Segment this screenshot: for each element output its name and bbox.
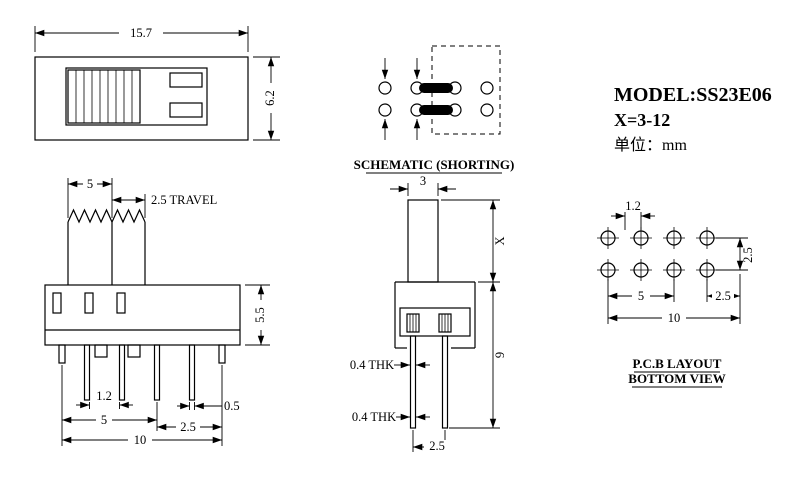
schematic-motion-arrows [381,58,421,140]
front-knob-width-label: 5 [87,177,93,191]
pcb-offset-dimension: 1.2 [611,199,655,230]
side-view-pin-pitch-dimension: 2.5 [412,430,450,453]
front-view-knob-zigzag [67,208,146,224]
side-view-height-dimension: 9 [449,282,507,429]
x-range: X=3-12 [614,110,670,130]
height-dimension-label: 9 [493,352,507,358]
pcb-caption: P.C.B LAYOUT BOTTOM VIEW [628,356,726,388]
front-view-pitch-dimensions: 5 2.5 10 [61,365,223,447]
pin-width-label: 0.5 [224,399,240,413]
front-view-pin-gap-dimension: 1.2 [76,389,133,409]
side-view-x-dimension: X [441,199,507,283]
pcb-row-pitch-dimension: 2.5 [716,237,755,271]
pcb-row-pitch-label: 2.5 [741,247,755,263]
front-view-knob-dimension: 5 [67,177,113,218]
x-dimension-label: X [493,236,507,245]
pcb-layout-view: 1.2 2.5 5 2.5 10 P.C.B LAYOUT BOTTOM [597,199,755,388]
front-view: 5 2.5 TRAVEL 5.5 1.2 0.5 [44,177,270,447]
pcb-half-span-label: 5 [638,289,644,303]
side-view-thk-lower: 0.4 THK [352,410,430,424]
pin-total-label: 10 [134,433,147,447]
top-view-window-1 [169,72,203,88]
top-view-knob-hatch [67,69,141,124]
pcb-holes [597,227,718,281]
side-view-knob-dimension: 3 [390,174,456,196]
pcb-bottom-dimensions: 5 2.5 10 [607,274,741,325]
top-view-height-label: 6.2 [263,90,277,106]
body-height-label: 5.5 [253,307,267,323]
pcb-offset-label: 1.2 [625,199,641,213]
unit-note: 单位：mm [614,136,687,154]
front-view-body-slots [52,292,126,314]
schematic-view: SCHEMATIC (SHORTING) [354,45,515,174]
pitch-b-label: 2.5 [180,420,196,434]
pcb-caption-line2: BOTTOM VIEW [628,371,725,386]
pcb-total-label: 10 [668,311,681,325]
side-view-contact-blocks [406,313,452,333]
schematic-caption: SCHEMATIC (SHORTING) [354,157,515,172]
shorting-bar-bottom [419,105,453,115]
pcb-caption-line1: P.C.B LAYOUT [633,356,722,371]
side-view-housing [394,281,476,349]
pcb-col-pitch-label: 2.5 [715,289,731,303]
front-view-standoffs [58,344,226,364]
model-number: MODEL:SS23E06 [614,84,772,106]
pin-gap-label: 1.2 [96,389,112,403]
schematic-alt-position-box [431,45,501,135]
top-view-window-2 [169,102,203,118]
top-view: 15.7 6.2 [34,26,280,141]
side-knob-width-label: 3 [420,174,426,188]
side-view: 3 X 9 0.4 THK 0.4 THK 2.5 [350,174,507,453]
front-view-body-height-dimension: 5.5 [245,284,270,346]
thk-upper-label: 0.4 THK [350,358,394,372]
shorting-bar-top [419,83,453,93]
top-view-height-dimension: 6.2 [253,56,280,141]
front-view-body [44,284,241,346]
front-view-pin-width-dimension: 0.5 [177,399,240,413]
travel-label: 2.5 TRAVEL [151,193,217,207]
thk-lower-label: 0.4 THK [352,410,396,424]
top-view-width-label: 15.7 [130,26,152,40]
side-view-knob [407,199,439,283]
side-view-thk-upper: 0.4 THK [350,358,430,372]
pitch-a-label: 5 [101,413,107,427]
top-view-outline [34,56,249,141]
top-view-width-dimension: 15.7 [34,26,249,52]
side-view-pins [409,335,449,429]
title-block: MODEL:SS23E06 X=3-12 单位：mm [614,84,772,154]
front-view-pins [83,344,196,401]
front-view-travel-dimension: 2.5 TRAVEL [112,193,217,218]
side-pin-pitch-label: 2.5 [429,439,445,453]
top-view-slot [65,67,208,126]
